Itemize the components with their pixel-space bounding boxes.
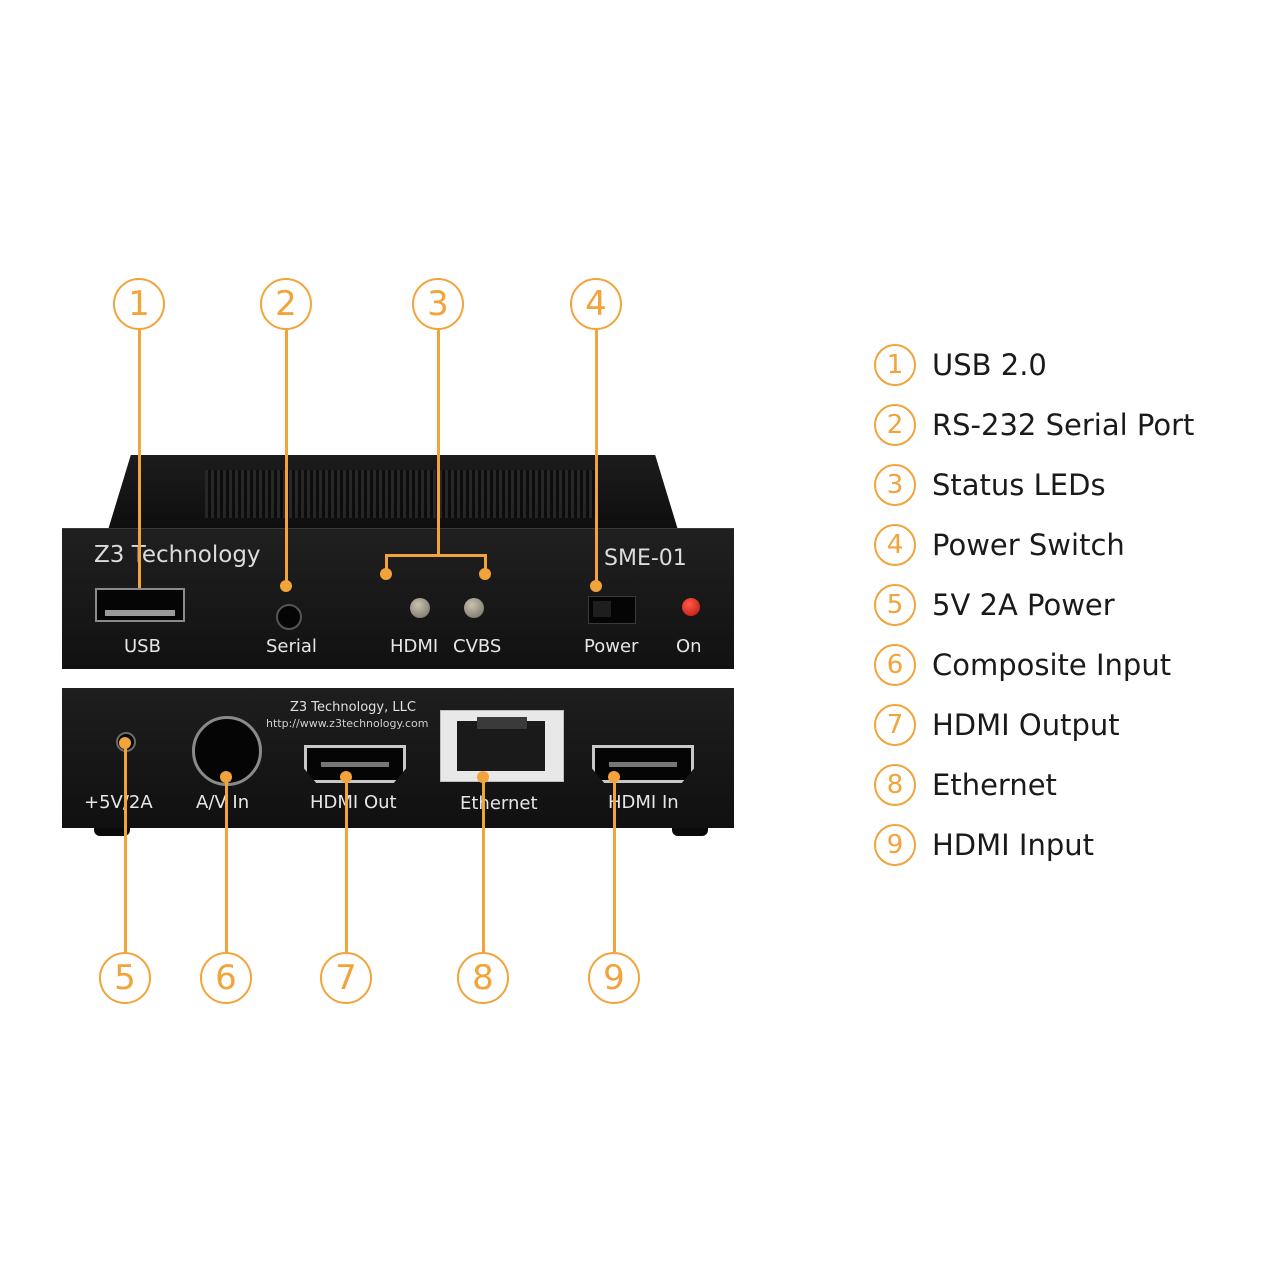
vent-grille [205,470,595,518]
serial-port-label: Serial [266,636,317,657]
legend-label: Ethernet [932,768,1057,802]
hdmi-status-led [410,598,430,618]
hdmi-out-port [304,745,406,783]
legend-item: 2 RS-232 Serial Port [874,402,1194,448]
legend-number: 1 [874,344,916,386]
callout-1: 1 [113,278,165,330]
av-in-label: A/V In [196,792,250,813]
legend-label: HDMI Output [932,708,1120,742]
callout-2-dot [280,580,292,592]
callout-4-dot [590,580,602,592]
callout-8: 8 [457,952,509,1004]
legend-item: 4 Power Switch [874,522,1125,568]
legend-number: 3 [874,464,916,506]
dc-power-label: +5V/2A [84,792,153,813]
front-brand-label: Z3 Technology [94,542,261,568]
cvbs-status-led [464,598,484,618]
legend-item: 3 Status LEDs [874,462,1106,508]
power-switch-label: Power [584,636,639,657]
callout-3-bracket-right [484,554,487,570]
callout-7-leader [345,776,348,952]
legend-label: Power Switch [932,528,1125,562]
rubber-foot [672,828,708,836]
legend-number: 9 [874,824,916,866]
callout-7: 7 [320,952,372,1004]
serial-port [276,604,302,630]
callout-3-bracket [385,554,485,557]
callout-9-dot [608,771,620,783]
legend-item: 8 Ethernet [874,762,1057,808]
callout-5: 5 [99,952,151,1004]
callout-4: 4 [570,278,622,330]
callout-3-dot-left [380,568,392,580]
usb-port [95,588,185,622]
back-url-label: http://www.z3technology.com [266,717,429,730]
callout-8-leader [482,776,485,952]
legend-item: 9 HDMI Input [874,822,1094,868]
hdmi-led-label: HDMI [390,636,439,657]
rubber-foot [94,828,130,836]
callout-9-leader [613,776,616,952]
legend-label: 5V 2A Power [932,588,1115,622]
usb-port-label: USB [124,636,161,657]
callout-5-dot [119,737,131,749]
power-switch [588,596,636,624]
ethernet-port [440,710,564,782]
legend-label: Composite Input [932,648,1172,682]
callout-2: 2 [260,278,312,330]
callout-5-leader [124,742,127,952]
legend-label: RS-232 Serial Port [932,408,1195,442]
power-on-label: On [676,636,702,657]
legend-label: Status LEDs [932,468,1106,502]
legend-item: 7 HDMI Output [874,702,1120,748]
hdmi-out-label: HDMI Out [310,792,397,813]
legend-item: 6 Composite Input [874,642,1171,688]
callout-6-dot [220,771,232,783]
callout-3: 3 [412,278,464,330]
legend-label: HDMI Input [932,828,1095,862]
callout-3-bracket-left [385,554,388,570]
power-on-led [682,598,700,616]
callout-3-dot-right [479,568,491,580]
callout-6-leader [225,776,228,952]
legend-item: 1 USB 2.0 [874,342,1047,388]
legend-number: 2 [874,404,916,446]
legend-label: USB 2.0 [932,348,1047,382]
callout-2-leader [285,330,288,585]
front-model-label: SME-01 [604,546,687,571]
legend-number: 4 [874,524,916,566]
callout-8-dot [477,771,489,783]
callout-4-leader [595,330,598,584]
legend-item: 5 5V 2A Power [874,582,1115,628]
callout-9: 9 [588,952,640,1004]
callout-3-leader [437,330,440,555]
back-brand-label: Z3 Technology, LLC [290,700,416,715]
callout-6: 6 [200,952,252,1004]
cvbs-led-label: CVBS [453,636,502,657]
legend-number: 6 [874,644,916,686]
hdmi-in-label: HDMI In [608,792,679,813]
callout-7-dot [340,771,352,783]
ethernet-label: Ethernet [460,793,538,814]
legend-number: 5 [874,584,916,626]
callout-1-leader [138,330,141,588]
legend-number: 7 [874,704,916,746]
legend-number: 8 [874,764,916,806]
